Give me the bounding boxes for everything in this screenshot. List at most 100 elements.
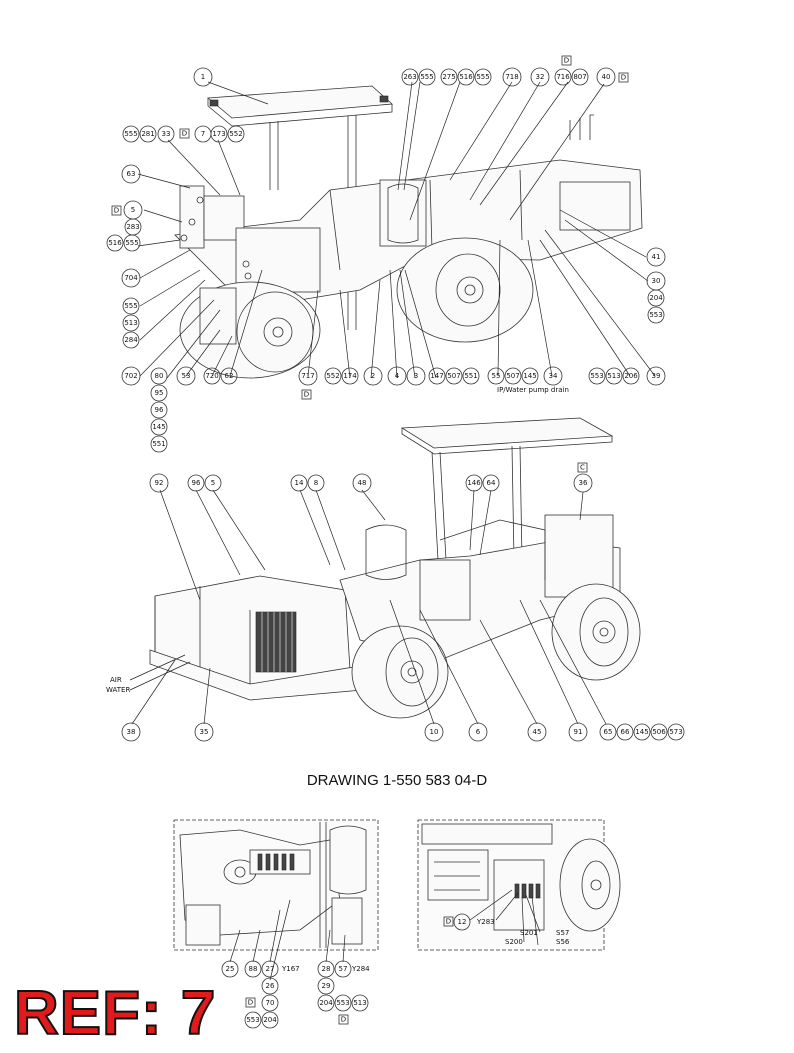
svg-text:204: 204 [319, 999, 333, 1007]
svg-text:D: D [621, 74, 626, 82]
svg-text:D: D [182, 130, 187, 138]
callout-bubble: 551 [150, 435, 168, 453]
callout-bubble: 39 [646, 366, 666, 386]
svg-text:717: 717 [301, 372, 314, 380]
callout-bubble: 516 [457, 68, 475, 86]
revision-tag: D [301, 389, 312, 400]
callout-bubble: 145 [633, 723, 651, 741]
callout-bubble: 145 [150, 418, 168, 436]
svg-text:704: 704 [124, 274, 138, 282]
callout-bubble: 555 [122, 125, 140, 143]
svg-text:95: 95 [155, 389, 164, 397]
callout-bubble: 7 [194, 125, 212, 143]
callout-bubble: 41 [646, 247, 666, 267]
callout-bubble: 717 [298, 366, 318, 386]
svg-text:147: 147 [430, 372, 443, 380]
svg-text:70: 70 [266, 999, 275, 1007]
svg-text:283: 283 [126, 223, 139, 231]
svg-text:10: 10 [430, 728, 439, 736]
svg-text:33: 33 [162, 130, 171, 138]
callout-bubble: 40 [596, 67, 616, 87]
svg-text:8: 8 [314, 479, 318, 487]
svg-text:63: 63 [127, 170, 136, 178]
callout-bubble: 35 [194, 722, 214, 742]
callout-bubble: 1 [193, 67, 213, 87]
svg-text:553: 553 [336, 999, 349, 1007]
svg-text:91: 91 [574, 728, 583, 736]
water-label: WATER [106, 686, 130, 694]
pump-drain-note: IP/Water pump drain [497, 386, 569, 394]
svg-text:55: 55 [492, 372, 501, 380]
svg-text:48: 48 [358, 479, 367, 487]
svg-text:513: 513 [353, 999, 366, 1007]
callout-bubble: 204 [647, 289, 665, 307]
callout-bubble: 281 [139, 125, 157, 143]
svg-text:506: 506 [652, 728, 666, 736]
callout-bubble: 5 [123, 200, 143, 220]
callout-bubble: 174 [341, 367, 359, 385]
svg-text:807: 807 [573, 73, 586, 81]
svg-text:513: 513 [607, 372, 620, 380]
svg-text:7: 7 [201, 130, 205, 138]
callout-bubble: 551 [462, 367, 480, 385]
callout-bubble: 57 [334, 960, 352, 978]
view2-leader-lines [129, 489, 607, 725]
revision-tag: D [443, 916, 454, 927]
svg-text:553: 553 [246, 1016, 259, 1024]
callout-bubble: 32 [530, 67, 550, 87]
callout-bubble: 66 [616, 723, 634, 741]
callout-bubble: 516 [106, 234, 124, 252]
detail2-view [417, 819, 621, 951]
view1-machine-drawing [174, 85, 643, 379]
callout-bubble: 555 [123, 234, 141, 252]
detail2-callouts: 12 D Y283 S201 S200 S57 S56 [443, 913, 570, 946]
svg-text:702: 702 [124, 372, 137, 380]
svg-text:275: 275 [442, 73, 455, 81]
revision-tag: D [245, 997, 256, 1008]
svg-text:32: 32 [536, 73, 545, 81]
svg-text:34: 34 [549, 372, 558, 380]
callout-bubble: 704 [121, 268, 141, 288]
callout-bubble: 10 [424, 722, 444, 742]
svg-text:145: 145 [152, 423, 165, 431]
callout-bubble: 96 [150, 401, 168, 419]
svg-text:40: 40 [602, 73, 611, 81]
svg-text:14: 14 [295, 479, 304, 487]
callout-bubble: 553 [244, 1011, 262, 1029]
svg-text:3: 3 [414, 372, 418, 380]
callout-bubble: 64 [482, 474, 500, 492]
callout-bubble: 507 [504, 367, 522, 385]
callout-bubble: 702 [121, 366, 141, 386]
callout-bubble: 33 [157, 125, 175, 143]
svg-text:45: 45 [533, 728, 542, 736]
callout-bubble: 26 [261, 977, 279, 995]
svg-text:D: D [248, 999, 253, 1007]
svg-text:5: 5 [211, 479, 215, 487]
callout-bubble: 95 [150, 384, 168, 402]
svg-text:12: 12 [458, 918, 467, 926]
svg-text:D: D [564, 57, 569, 65]
callout-bubble: 29 [317, 977, 335, 995]
svg-text:2: 2 [371, 372, 375, 380]
air-label: AIR [110, 676, 122, 684]
svg-text:204: 204 [263, 1016, 277, 1024]
code-label: S201 [520, 929, 538, 937]
callout-bubble: 147 [428, 367, 446, 385]
code-label: Y283 [476, 918, 495, 926]
svg-text:1: 1 [201, 73, 205, 81]
callout-bubble: 25 [221, 960, 239, 978]
callout-bubble: 34 [543, 366, 563, 386]
callout-bubble: 718 [502, 67, 522, 87]
svg-text:26: 26 [266, 982, 275, 990]
callout-bubble: 53 [176, 366, 196, 386]
detail1-callouts: 25 88 27 26 28 57 29 204 553 513 70 553 … [221, 960, 370, 1029]
callout-bubble: 513 [605, 367, 623, 385]
callout-bubble: 4 [387, 366, 407, 386]
code-label: S56 [556, 938, 570, 946]
revision-tag: D [561, 55, 572, 66]
svg-text:718: 718 [505, 73, 518, 81]
svg-text:96: 96 [155, 406, 164, 414]
callout-bubble: 28 [317, 960, 335, 978]
callout-bubble: 716 [554, 68, 572, 86]
